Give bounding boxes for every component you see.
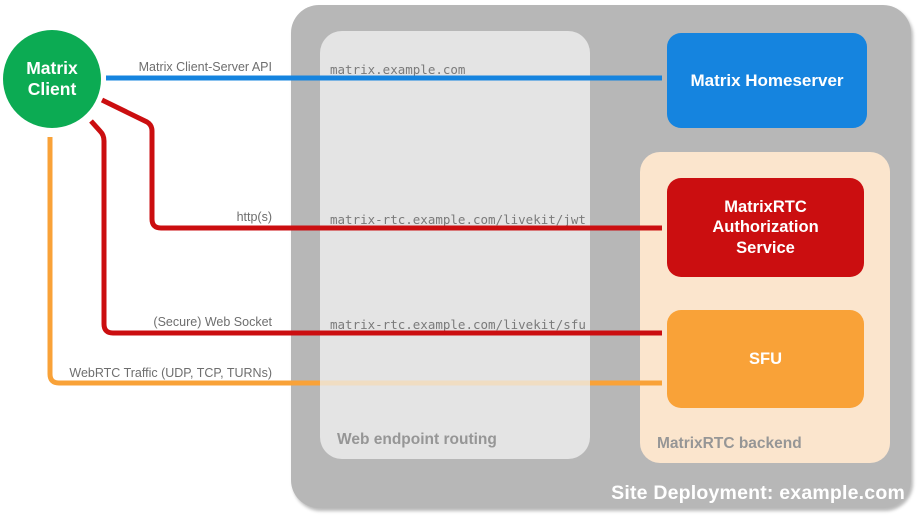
endpoint-url-livekit-sfu: matrix-rtc.example.com/livekit/sfu xyxy=(330,317,586,332)
matrix-client-label-line2: Client xyxy=(27,79,77,99)
matrixrtc-backend-caption: MatrixRTC backend xyxy=(657,435,802,452)
client-server-api-label: Matrix Client-Server API xyxy=(138,60,272,74)
matrix-client-label-line1: Matrix xyxy=(26,58,78,78)
websocket-label: (Secure) Web Socket xyxy=(153,315,272,329)
matrix-homeserver-node: Matrix Homeserver xyxy=(667,33,867,128)
web-endpoint-routing-caption: Web endpoint routing xyxy=(337,431,497,448)
site-deployment-title: Site Deployment: example.com xyxy=(611,482,905,504)
web-endpoint-routing-box: Web endpoint routing xyxy=(320,31,590,459)
matrix-client-node: Matrix Client xyxy=(3,30,101,128)
sfu-node: SFU xyxy=(667,310,864,408)
webrtc-traffic-arrow xyxy=(47,137,320,386)
webrtc-traffic-label: WebRTC Traffic (UDP, TCP, TURNs) xyxy=(69,366,272,380)
matrix-homeserver-label: Matrix Homeserver xyxy=(690,70,844,90)
endpoint-url-livekit-jwt: matrix-rtc.example.com/livekit/jwt xyxy=(330,212,586,227)
matrixrtc-authorization-service-node: MatrixRTC Authorization Service xyxy=(667,178,864,277)
matrixrtc-authorization-service-label: MatrixRTC Authorization Service xyxy=(712,198,819,257)
https-label: http(s) xyxy=(236,210,272,224)
endpoint-url-homeserver: matrix.example.com xyxy=(330,62,466,77)
sfu-label: SFU xyxy=(749,349,782,368)
